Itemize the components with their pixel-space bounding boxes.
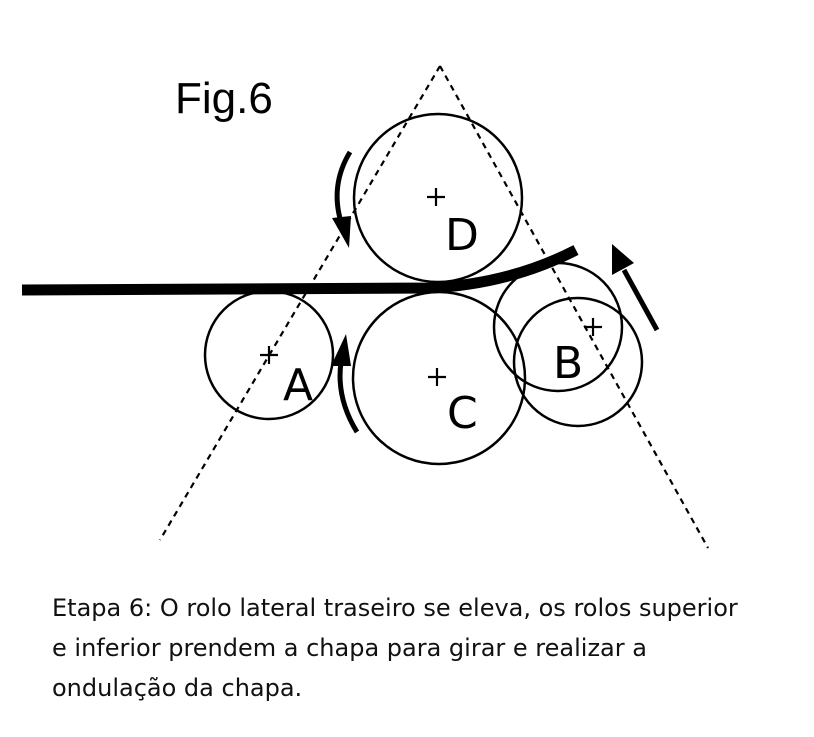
roll-d-circle bbox=[352, 112, 524, 284]
roll-d-rotation-arrow bbox=[332, 150, 353, 248]
roll-d-label: D bbox=[445, 210, 479, 261]
roll-c-rotation-arrow bbox=[331, 334, 360, 434]
right-guide-line bbox=[439, 65, 709, 549]
roll-a-label: A bbox=[283, 360, 313, 411]
roll-b-label: B bbox=[553, 338, 583, 389]
caption-line-1: Etapa 6: O rolo lateral traseiro se elev… bbox=[52, 594, 738, 622]
figure-title: Fig.6 bbox=[175, 74, 273, 123]
metal-sheet bbox=[21, 245, 579, 296]
roll-c-center-mark bbox=[428, 368, 446, 386]
roll-b-center-mark bbox=[584, 318, 602, 336]
roll-c-label: C bbox=[447, 388, 478, 439]
figure-caption: Etapa 6: O rolo lateral traseiro se elev… bbox=[52, 588, 792, 708]
left-guide-line bbox=[159, 65, 441, 541]
roll-d-center-mark bbox=[427, 188, 445, 206]
roll-b-raise-arrow bbox=[612, 244, 660, 332]
roll-b-lower-circle bbox=[512, 296, 644, 428]
caption-line-2: e inferior prendem a chapa para girar e … bbox=[52, 634, 647, 662]
roll-a-center-mark bbox=[260, 346, 278, 364]
caption-line-3: ondulação da chapa. bbox=[52, 674, 303, 702]
